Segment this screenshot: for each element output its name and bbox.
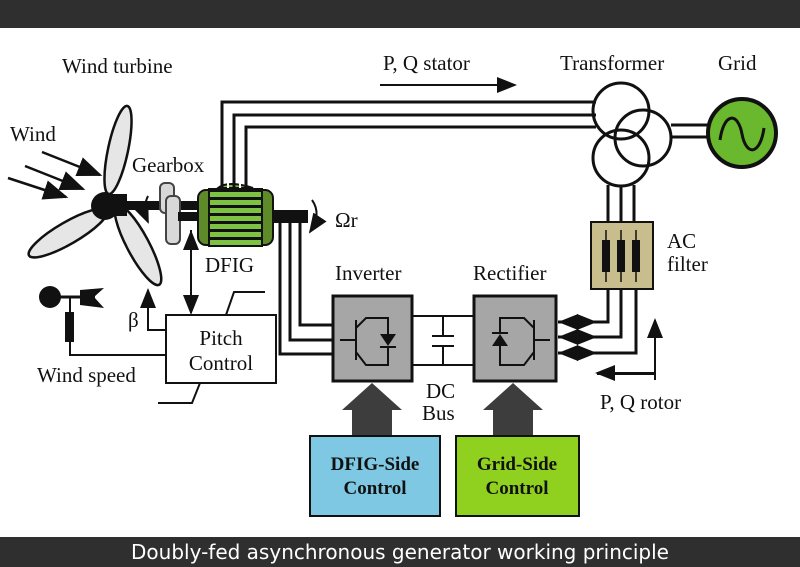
dfig-side-label-2: Control <box>344 478 407 499</box>
dc-bus-label-1: DC <box>426 379 455 403</box>
transformer-label: Transformer <box>560 51 664 75</box>
pq-stator-label: P, Q stator <box>383 51 470 75</box>
gearbox-label: Gearbox <box>132 153 205 177</box>
pitch-control: Pitch Control <box>165 314 277 384</box>
transformer-filter-lines <box>606 185 636 222</box>
wind-arrows <box>7 150 103 200</box>
anemometer-icon <box>39 286 104 342</box>
rotor-lines <box>278 223 333 356</box>
ac-filter <box>590 221 654 290</box>
top-bar <box>0 0 800 28</box>
dfig-side-control: DFIG-Side Control <box>309 435 441 517</box>
rectifier-label: Rectifier <box>473 261 546 285</box>
rectifier-block <box>472 294 558 383</box>
dfig-generator <box>178 183 327 247</box>
inverter-block <box>331 294 414 383</box>
grid-side-label-1: Grid-Side <box>477 454 557 475</box>
transformer <box>591 81 673 188</box>
pitch-label-2: Control <box>189 351 253 375</box>
rotor-bidirectional-arrows <box>558 314 597 361</box>
ac-filter-label-2: filter <box>667 252 708 276</box>
caption-bar: Doubly-fed asynchronous generator workin… <box>0 537 800 567</box>
dfig-side-label-1: DFIG-Side <box>331 454 420 475</box>
pitch-label-1: Pitch <box>199 326 243 350</box>
stator-lines <box>220 100 596 188</box>
grid-side-control: Grid-Side Control <box>455 435 580 517</box>
dfig-label: DFIG <box>205 253 254 277</box>
pq-rotor-label: P, Q rotor <box>600 390 681 414</box>
wind-turbine-label: Wind turbine <box>62 54 173 78</box>
ac-filter-label-1: AC <box>667 229 696 253</box>
beta-label: β <box>128 308 139 332</box>
omega-r-label: Ωr <box>335 208 358 232</box>
grid-control-arrow <box>483 383 543 436</box>
grid-source <box>706 97 778 169</box>
dc-bus <box>412 315 474 366</box>
stator-line-gaps <box>227 107 596 188</box>
ac-wave-icon <box>718 116 766 152</box>
turbine-rotor <box>27 104 200 287</box>
dfig-control-arrow <box>342 383 402 436</box>
gearbox <box>133 182 181 245</box>
grid-label: Grid <box>718 51 757 75</box>
transformer-grid-lines <box>671 123 708 139</box>
inverter-label: Inverter <box>335 261 401 285</box>
wind-label: Wind <box>10 122 56 146</box>
wind-speed-label: Wind speed <box>37 363 136 387</box>
grid-side-label-2: Control <box>486 478 549 499</box>
dc-bus-label-2: Bus <box>422 401 455 425</box>
